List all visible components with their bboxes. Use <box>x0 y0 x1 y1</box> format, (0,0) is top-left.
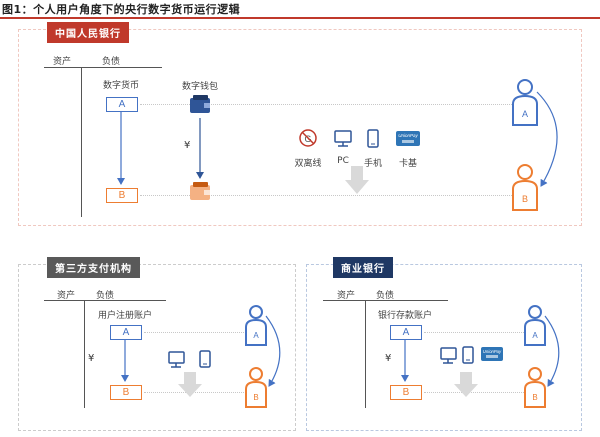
cb-account-a: A <box>106 97 138 112</box>
wallet-bottom-icon <box>190 182 210 200</box>
cm-liabilities-label: 负债 <box>376 291 395 301</box>
cm-account-b: B <box>390 385 422 400</box>
title-rule <box>0 17 600 19</box>
figure-title: 图1：个人用户角度下的央行数字货币运行逻辑 <box>2 3 241 16</box>
cb-user-b-icon: B <box>512 164 538 211</box>
svg-text:UnionPay: UnionPay <box>398 133 418 138</box>
central-bank-title: 中国人民银行 <box>47 22 129 43</box>
channel-offline-label: 双离线 <box>294 159 322 169</box>
cm-assets-label: 资产 <box>337 291 356 301</box>
cm-flow-arrow <box>454 372 478 397</box>
cb-assets-label: 资产 <box>53 57 72 67</box>
cb-account-b: B <box>106 188 138 203</box>
mobile-icon <box>367 129 379 148</box>
tp-account-b: B <box>110 385 142 400</box>
cb-flow-arrow <box>345 166 369 194</box>
commercial-bank-title: 商业银行 <box>333 257 393 278</box>
channel-mobile-label: 手机 <box>363 159 383 169</box>
cm-t-account-v <box>365 300 366 408</box>
cb-t-account-h <box>44 67 162 68</box>
cm-user-transfer-arrow <box>544 315 560 387</box>
svg-text:A: A <box>253 331 259 340</box>
cb-dotline-a <box>140 104 512 105</box>
tp-account-a: A <box>110 325 142 340</box>
tp-user-b-icon: B <box>245 367 267 408</box>
cb-account-label: 数字货币 <box>102 81 140 91</box>
commercial-bank-panel <box>306 264 582 431</box>
cm-user-b-icon: B <box>524 367 546 408</box>
tp-mobile-icon <box>199 350 211 368</box>
pc-icon <box>334 130 352 147</box>
tp-yen: ¥ <box>88 353 95 364</box>
third-party-panel <box>18 264 296 431</box>
cb-user-a-icon: A <box>512 79 538 126</box>
third-party-title: 第三方支付机构 <box>47 257 140 278</box>
cm-account-a: A <box>390 325 422 340</box>
tp-assets-label: 资产 <box>57 291 76 301</box>
cb-dotline-b <box>140 195 512 196</box>
channel-card-label: 卡基 <box>398 159 418 169</box>
cb-t-account-v <box>81 67 82 217</box>
cb-wallet-label: 数字钱包 <box>181 82 219 92</box>
cb-yen: ¥ <box>184 140 191 151</box>
cm-account-label: 银行存款账户 <box>377 311 433 321</box>
cb-user-transfer-arrow <box>536 91 558 187</box>
tp-liabilities-label: 负债 <box>96 291 115 301</box>
tp-user-transfer-arrow <box>265 315 281 387</box>
cm-mobile-icon <box>462 346 474 364</box>
no-network-icon: G <box>299 129 317 147</box>
cm-unionpay-card-icon: UnionPay <box>481 347 503 361</box>
tp-pc-icon <box>168 351 185 368</box>
cm-dotline-b <box>424 392 524 393</box>
tp-account-label: 用户注册账户 <box>97 311 153 321</box>
unionpay-card-icon: UnionPay <box>396 131 420 146</box>
central-bank-panel <box>18 29 582 226</box>
svg-text:A: A <box>522 109 528 119</box>
cm-pc-icon <box>440 347 457 364</box>
tp-user-a-icon: A <box>245 305 267 346</box>
cm-dotline-a <box>424 332 524 333</box>
svg-text:B: B <box>522 194 528 204</box>
svg-text:B: B <box>532 393 537 402</box>
channel-pc-label: PC <box>337 156 349 166</box>
cb-liabilities-label: 负债 <box>102 57 121 67</box>
cm-yen: ¥ <box>385 353 392 364</box>
wallet-top-icon <box>190 95 210 113</box>
cm-t-account-h <box>323 300 448 301</box>
tp-dotline-a <box>144 332 244 333</box>
tp-t-account-v <box>84 300 85 408</box>
tp-flow-arrow <box>178 372 202 397</box>
svg-text:B: B <box>253 393 258 402</box>
cm-user-a-icon: A <box>524 305 546 346</box>
tp-t-account-h <box>44 300 166 301</box>
svg-text:A: A <box>532 331 538 340</box>
svg-text:UnionPay: UnionPay <box>483 349 502 354</box>
